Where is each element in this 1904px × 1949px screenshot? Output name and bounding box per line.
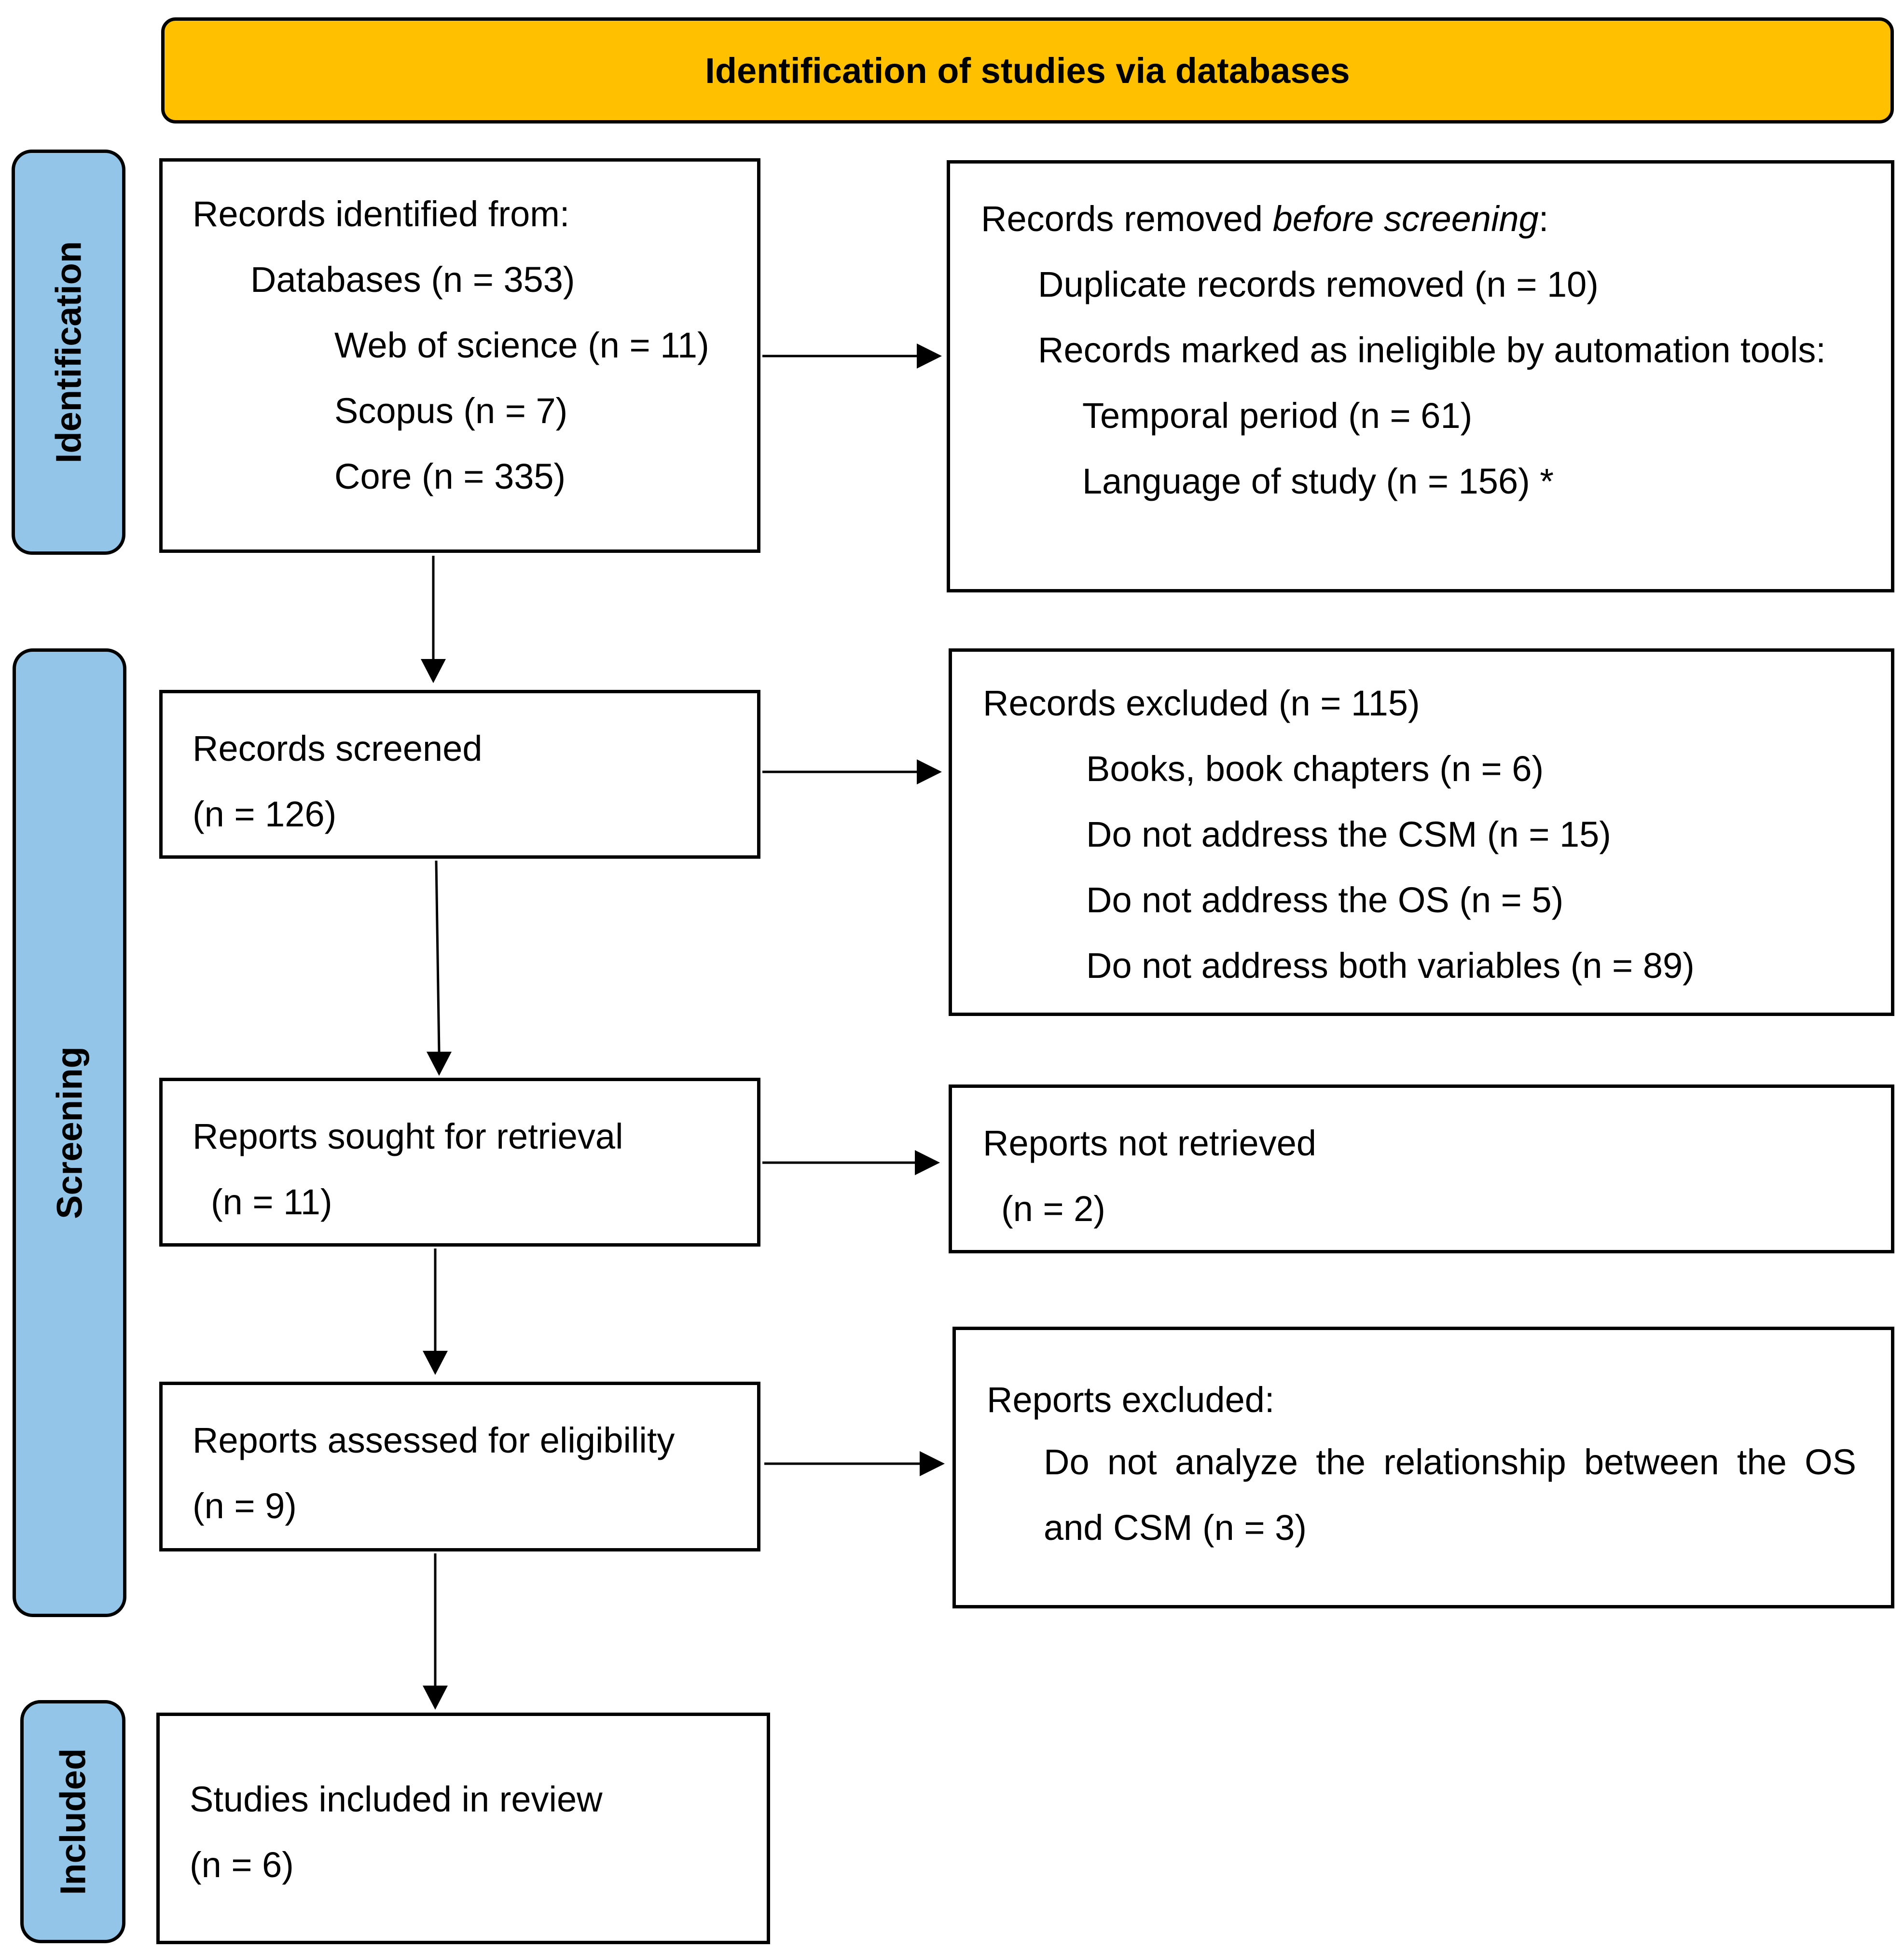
phase-screening: Screening [13, 648, 126, 1617]
books-count: Books, book chapters (n = 6) [1086, 749, 1544, 789]
reports-sought-count: (n = 11) [211, 1182, 332, 1222]
arrowhead-sought-to-not-retrieved [915, 1150, 940, 1175]
records-removed-italic: before screening [1272, 199, 1539, 239]
arrowhead-screened-to-excluded [917, 759, 942, 784]
scopus-count: Scopus (n = 7) [334, 391, 568, 431]
core-count: Core (n = 335) [334, 456, 566, 496]
reports-not-retrieved-count: (n = 2) [1001, 1189, 1105, 1229]
records-removed-suffix: : [1538, 199, 1549, 239]
arrowhead-identified-to-screened [421, 659, 446, 683]
arrowhead-screened-to-sought [427, 1052, 452, 1076]
reports-sought-box: Reports sought for retrieval (n = 11) [159, 1078, 760, 1247]
reports-excluded-reason: Do not analyze the relationship between … [1044, 1442, 1856, 1548]
records-removed-heading: Records removed before screening: [981, 201, 1548, 237]
reports-assessed-count: (n = 9) [193, 1486, 297, 1526]
phase-identification: Identification [12, 150, 125, 555]
header-banner: Identification of studies via databases [161, 17, 1894, 124]
records-screened-count: (n = 126) [193, 794, 337, 834]
studies-included-box: Studies included in review (n = 6) [156, 1713, 770, 1944]
studies-included-label: Studies included in review [190, 1779, 603, 1819]
reports-sought-label: Reports sought for retrieval [193, 1116, 623, 1156]
records-identified-heading: Records identified from: [193, 194, 570, 234]
records-screened-box: Records screened (n = 126) [159, 690, 760, 859]
web-of-science-count: Web of science (n = 11) [334, 325, 709, 365]
arrowhead-assessed-to-included [423, 1686, 448, 1710]
reports-not-retrieved-box: Reports not retrieved (n = 2) [949, 1084, 1894, 1253]
reports-not-retrieved-label: Reports not retrieved [983, 1123, 1317, 1163]
arrowhead-assessed-to-excluded [920, 1451, 945, 1476]
header-title: Identification of studies via databases [705, 50, 1350, 91]
no-both-count: Do not address both variables (n = 89) [1086, 946, 1695, 986]
databases-count: Databases (n = 353) [250, 260, 575, 300]
reports-assessed-box: Reports assessed for eligibility (n = 9) [159, 1382, 760, 1551]
reports-excluded-heading: Reports excluded: [987, 1380, 1275, 1420]
phase-included: Included [20, 1700, 125, 1943]
automation-heading: Records marked as ineligible by automati… [1038, 330, 1826, 370]
studies-included-count: (n = 6) [190, 1845, 294, 1885]
arrowhead-identified-to-removed [917, 343, 942, 369]
duplicates-count: Duplicate records removed (n = 10) [1038, 264, 1599, 304]
records-identified-box: Records identified from: Databases (n = … [159, 158, 760, 553]
reports-assessed-label: Reports assessed for eligibility [193, 1420, 675, 1460]
arrowhead-sought-to-assessed [423, 1351, 448, 1375]
records-removed-prefix: Records removed [981, 199, 1273, 239]
records-removed-box: Records removed before screening: Duplic… [947, 160, 1894, 592]
no-os-count: Do not address the OS (n = 5) [1086, 880, 1564, 920]
records-excluded-box: Records excluded (n = 115) Books, book c… [949, 648, 1894, 1016]
records-screened-label: Records screened [193, 728, 483, 769]
arrow-screened-to-sought [435, 860, 441, 1052]
records-excluded-heading: Records excluded (n = 115) [983, 683, 1420, 723]
temporal-count: Temporal period (n = 61) [1082, 396, 1473, 436]
language-count: Language of study (n = 156) * [1082, 461, 1554, 501]
reports-excluded-box: Reports excluded: Do not analyze the rel… [952, 1327, 1894, 1608]
no-csm-count: Do not address the CSM (n = 15) [1086, 814, 1611, 854]
